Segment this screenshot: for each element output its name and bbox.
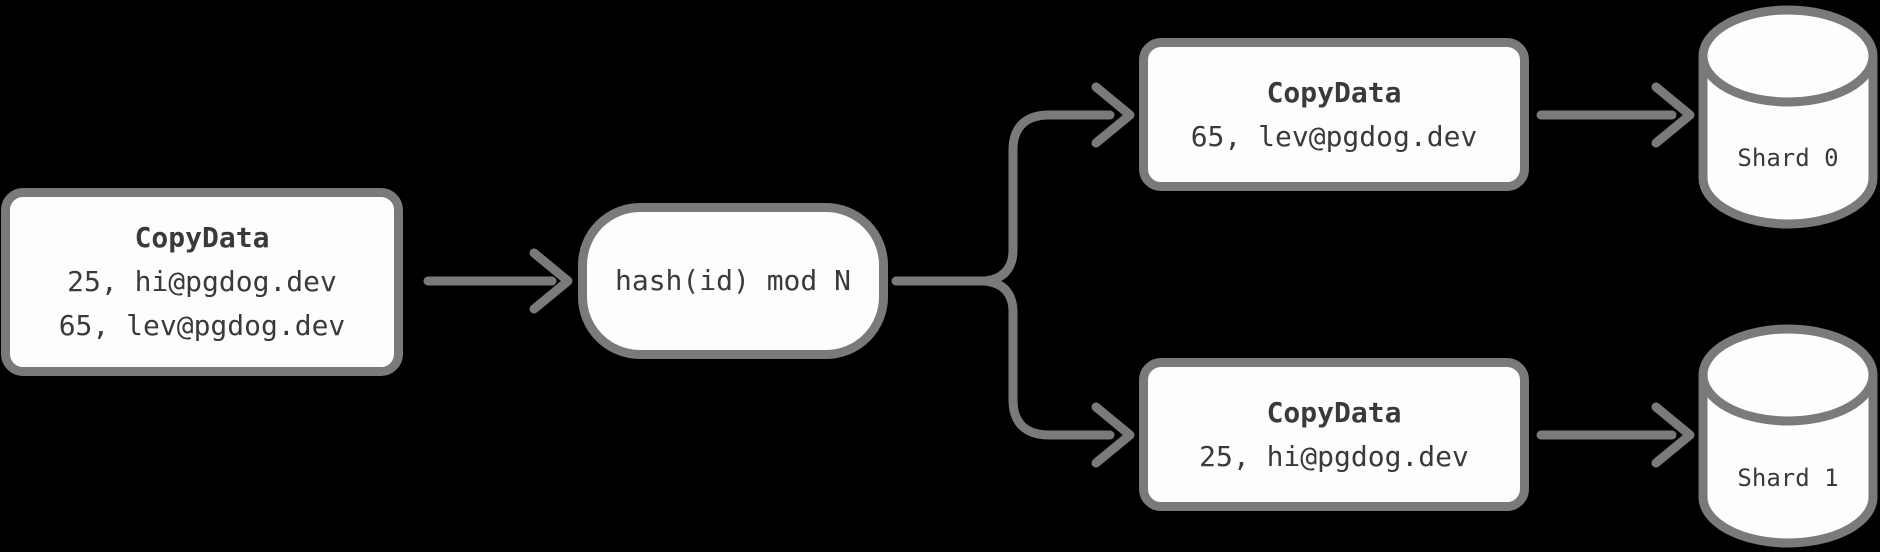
- source-copydata-row: 65, lev@pgdog.dev: [58, 309, 346, 342]
- fork-arrowhead-shard1: [1091, 402, 1135, 468]
- arrow-shard1-msg-to-db: [1536, 402, 1695, 468]
- shard1-copydata-node: CopyData 25, hi@pgdog.dev: [1139, 358, 1529, 511]
- fork-arrow-to-shard0-msg: [980, 110, 1115, 286]
- shard0-database-cylinder-icon: [1698, 5, 1878, 229]
- shard0-copydata-node: CopyData 65, lev@pgdog.dev: [1139, 38, 1529, 191]
- hash-function-label: hash(id) mod N: [614, 264, 851, 297]
- shard0-db-label: Shard 0: [1737, 144, 1839, 172]
- arrow-shard0-msg-to-db: [1536, 82, 1695, 148]
- fork-arrow-to-shard1-msg: [980, 276, 1115, 440]
- shard1-copydata-title: CopyData: [1266, 395, 1402, 429]
- shard1-copydata-row: 25, hi@pgdog.dev: [1199, 439, 1469, 473]
- shard1-database-cylinder-icon: [1698, 324, 1878, 548]
- shard1-db-label: Shard 1: [1737, 464, 1839, 492]
- source-copydata-row: 25, hi@pgdog.dev: [67, 265, 337, 298]
- hash-function-node: hash(id) mod N: [578, 203, 888, 359]
- fork-connector: [891, 82, 1135, 468]
- shard0-copydata-title: CopyData: [1266, 75, 1402, 109]
- source-copydata-node: CopyData 25, hi@pgdog.dev 65, lev@pgdog.…: [1, 188, 403, 376]
- shard0-copydata-row: 65, lev@pgdog.dev: [1190, 119, 1478, 153]
- source-copydata-title: CopyData: [134, 221, 270, 254]
- fork-arrowhead-shard0: [1091, 82, 1135, 148]
- arrow-source-to-hash: [423, 248, 573, 314]
